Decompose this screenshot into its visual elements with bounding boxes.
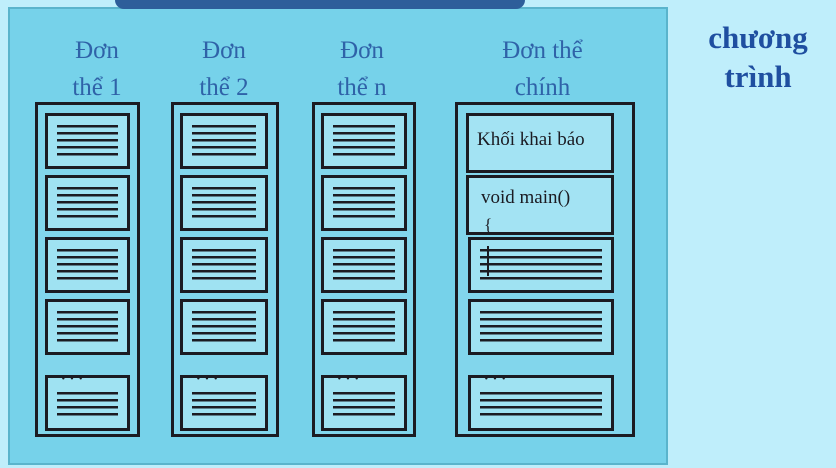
main-module-title-line1: Đơn thể [502,37,583,64]
code-block [180,237,268,293]
module-n-title-line1: Đơn [340,37,384,64]
module-n-column [312,102,416,437]
main-function-block: void main() { [466,175,614,235]
main-module-title: Đơn thể chính [470,32,615,106]
code-block [180,299,268,355]
module-1-title-line2: thể 1 [72,74,122,101]
code-block-continued [321,368,407,431]
side-title: chương trình [688,18,828,96]
declaration-label: Khối khai báo [477,129,585,150]
code-block-continued [468,368,614,431]
main-function-label: void main() [481,187,571,208]
declaration-block: Khối khai báo [466,113,614,173]
code-block [468,237,614,293]
code-block [321,237,407,293]
code-block [180,113,268,169]
code-block [45,175,130,231]
module-2-title: Đơn thể 2 [179,32,269,106]
code-block [180,175,268,231]
side-title-line2: trình [724,59,792,94]
main-body-connector [487,246,489,276]
module-1-title: Đơn thể 1 [52,32,142,106]
module-2-title-line1: Đơn [202,37,246,64]
module-2-title-line2: thể 2 [199,74,249,101]
code-block [321,113,407,169]
module-1-column [35,102,140,437]
open-brace: { [484,215,493,234]
code-block-continued [180,368,268,431]
module-2-column [171,102,279,437]
main-module-title-line2: chính [514,74,571,101]
code-block [321,175,407,231]
main-module-column: Khối khai báo void main() { [455,102,635,437]
code-block [321,299,407,355]
module-1-title-line1: Đơn [75,37,119,64]
module-n-title-line2: thể n [337,74,387,101]
code-block [45,113,130,169]
title-strip-remnant [115,0,525,9]
code-block [468,299,614,355]
code-block [45,299,130,355]
module-n-title: Đơn thể n [317,32,407,106]
code-block-continued [45,368,130,431]
side-title-line1: chương [708,20,808,55]
code-block [45,237,130,293]
